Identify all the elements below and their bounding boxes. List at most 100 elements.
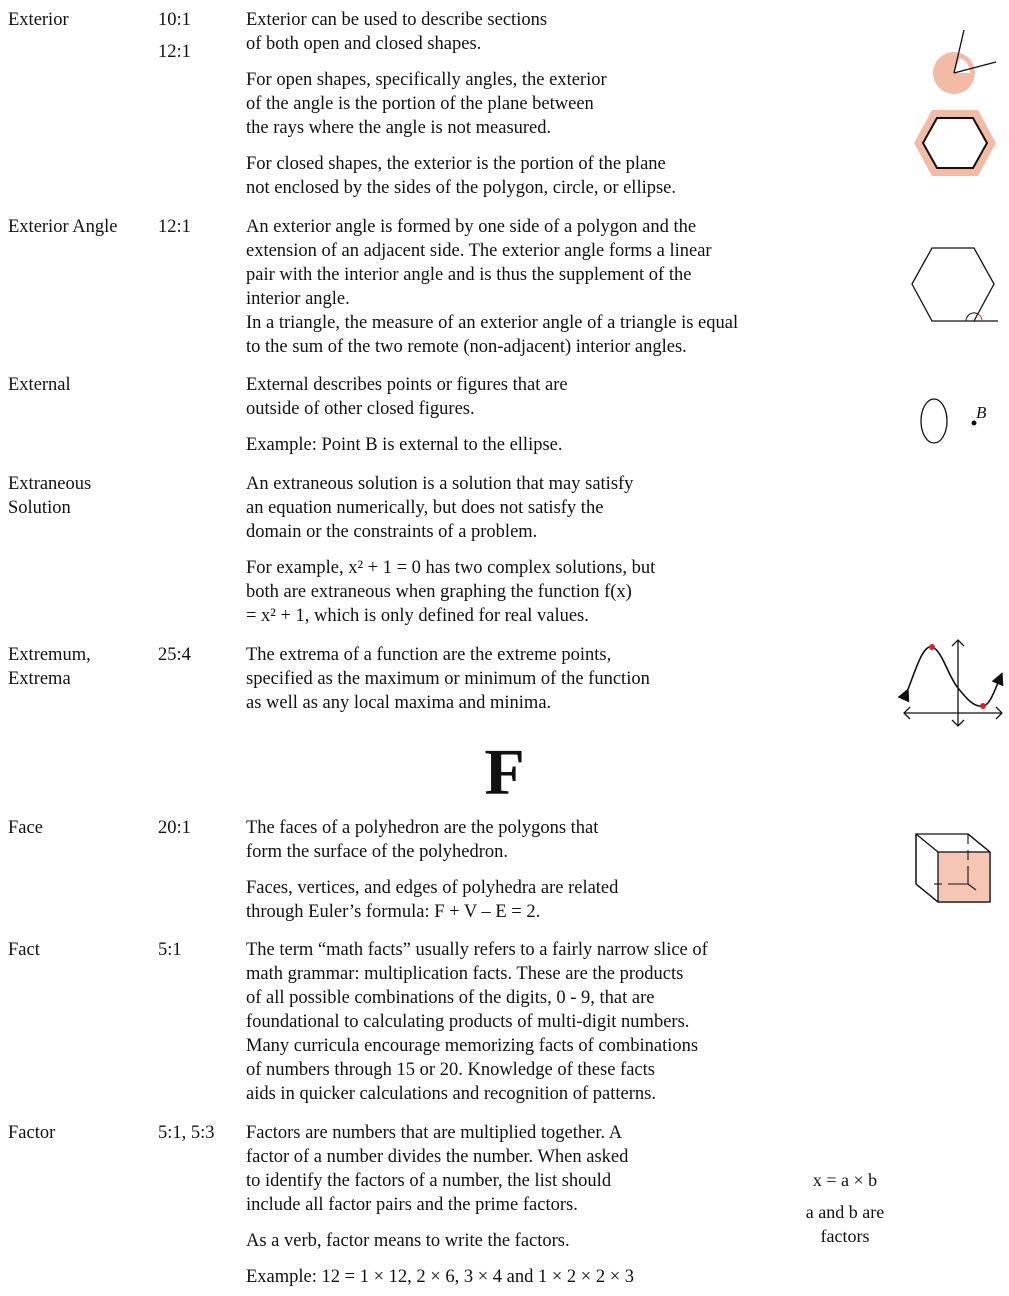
text-line: both are extraneous when graphing the fu…: [246, 582, 632, 602]
hexagon-exterior-figure: [914, 110, 996, 176]
text-line: of the angle is the portion of the plane…: [246, 94, 594, 114]
paragraph: Example: 12 = 1 × 12, 2 × 6, 3 × 4 and 1…: [246, 1265, 634, 1289]
text-line: pair with the interior angle and is thus…: [246, 265, 692, 285]
text-line: of numbers through 15 or 20. Knowledge o…: [246, 1060, 655, 1080]
text-line: outside of other closed figures.: [246, 399, 475, 419]
text-line: to the sum of the two remote (non-adjace…: [246, 337, 687, 357]
text-line: of both open and closed shapes.: [246, 34, 482, 54]
ref: 5:1: [158, 940, 182, 960]
cube-face-figure: [915, 833, 991, 903]
definition-fact: The term “math facts” usually refers to …: [246, 938, 708, 1106]
paragraph: The term “math facts” usually refers to …: [246, 938, 708, 1106]
text-line: of all possible combinations of the digi…: [246, 988, 655, 1008]
paragraph: Faces, vertices, and edges of polyhedra …: [246, 876, 618, 924]
refs-fact: 5:1: [158, 938, 182, 962]
text-line: as well as any local maxima and minima.: [246, 693, 552, 713]
paragraph: The faces of a polyhedron are the polygo…: [246, 816, 618, 864]
paragraph: An exterior angle is formed by one side …: [246, 215, 738, 359]
factor-caption-line: a and b are: [805, 1202, 885, 1222]
refs-factor: 5:1, 5:3: [158, 1121, 215, 1145]
text-line: As a verb, factor means to write the fac…: [246, 1231, 570, 1251]
paragraph: As a verb, factor means to write the fac…: [246, 1229, 634, 1253]
term-fact: Fact: [8, 938, 40, 962]
text-line: Many curricula encourage memorizing fact…: [246, 1036, 699, 1056]
ref: 20:1: [158, 818, 191, 838]
term-line: Extrema: [8, 669, 71, 689]
factor-equation: x = a × b: [812, 1170, 878, 1190]
term-factor: Factor: [8, 1121, 55, 1145]
text-line: Faces, vertices, and edges of polyhedra …: [246, 878, 619, 898]
text-line: For example, x² + 1 = 0 has two complex …: [246, 558, 656, 578]
text-line: An exterior angle is formed by one side …: [246, 217, 697, 237]
exterior-angle-figure: [933, 29, 997, 94]
text-line: domain or the constraints of a problem.: [246, 522, 538, 542]
ref: 12:1: [158, 42, 191, 62]
paragraph: An extraneous solution is a solution tha…: [246, 472, 655, 544]
text-line: to identify the factors of a number, the…: [246, 1171, 612, 1191]
refs-exterior-angle: 12:1: [158, 215, 191, 239]
ref: 10:1: [158, 10, 191, 30]
definition-exterior: Exterior can be used to describe section…: [246, 8, 676, 200]
term-exterior: Exterior: [8, 8, 69, 32]
text-line: Exterior can be used to describe section…: [246, 10, 548, 30]
text-line: interior angle.: [246, 289, 350, 309]
term-line: Exterior: [8, 10, 69, 30]
text-line: = x² + 1, which is only defined for real…: [246, 606, 589, 626]
ref: 12:1: [158, 217, 191, 237]
text-line: The extrema of a function are the extrem…: [246, 645, 612, 665]
point-b-label: B: [976, 403, 987, 422]
text-line: An extraneous solution is a solution tha…: [246, 474, 634, 494]
term-line: Face: [8, 818, 43, 838]
factor-figure: x = a × b a and b are factors: [790, 1168, 900, 1248]
paragraph: External describes points or figures tha…: [246, 373, 568, 421]
ref: 5:1, 5:3: [158, 1123, 215, 1143]
text-line: not enclosed by the sides of the polygon…: [246, 178, 677, 198]
text-line: foundational to calculating products of …: [246, 1012, 690, 1032]
term-external: External: [8, 373, 71, 397]
paragraph: For open shapes, specifically angles, th…: [246, 68, 676, 140]
text-line: Example: Point B is external to the elli…: [246, 435, 563, 455]
text-line: through Euler’s formula: F + V – E = 2.: [246, 902, 541, 922]
paragraph: The extrema of a function are the extrem…: [246, 643, 650, 715]
hexagon-exterior-angle-figure: [911, 247, 998, 322]
term-face: Face: [8, 816, 43, 840]
text-line: the rays where the angle is not measured…: [246, 118, 552, 138]
definition-external: External describes points or figures tha…: [246, 373, 568, 457]
text-line: Factors are numbers that are multiplied …: [246, 1123, 623, 1143]
paragraph: Exterior can be used to describe section…: [246, 8, 676, 56]
text-line: Example: 12 = 1 × 12, 2 × 6, 3 × 4 and 1…: [246, 1267, 635, 1287]
text-line: specified as the maximum or minimum of t…: [246, 669, 650, 689]
text-line: In a triangle, the measure of an exterio…: [246, 313, 739, 333]
text-line: extension of an adjacent side. The exter…: [246, 241, 712, 261]
section-letter: F: [484, 736, 525, 809]
term-line: Fact: [8, 940, 40, 960]
term-extraneous-solution: Extraneous Solution: [8, 472, 91, 520]
term-line: Solution: [8, 498, 71, 518]
term-exterior-angle: Exterior Angle: [8, 215, 117, 239]
term-line: External: [8, 375, 71, 395]
local-minimum-marker: [980, 703, 986, 709]
refs-exterior: 10:1 12:1: [158, 8, 191, 64]
ref: 25:4: [158, 645, 191, 665]
refs-face: 20:1: [158, 816, 191, 840]
paragraph: Factors are numbers that are multiplied …: [246, 1121, 634, 1217]
text-line: The faces of a polyhedron are the polygo…: [246, 818, 599, 838]
local-maximum-marker: [929, 644, 935, 650]
extrema-graph-figure: [897, 639, 1004, 727]
text-line: include all factor pairs and the prime f…: [246, 1195, 578, 1215]
term-line: Factor: [8, 1123, 56, 1143]
definition-extremum: The extrema of a function are the extrem…: [246, 643, 650, 715]
factor-caption-line: factors: [820, 1226, 870, 1246]
term-line: Exterior Angle: [8, 217, 118, 237]
definition-face: The faces of a polyhedron are the polygo…: [246, 816, 618, 924]
text-line: math grammar: multiplication facts. Thes…: [246, 964, 684, 984]
text-line: an equation numerically, but does not sa…: [246, 498, 604, 518]
paragraph: For closed shapes, the exterior is the p…: [246, 152, 676, 200]
refs-extremum: 25:4: [158, 643, 191, 667]
point-b-marker: [971, 420, 977, 426]
text-line: aids in quicker calculations and recogni…: [246, 1084, 656, 1104]
definition-exterior-angle: An exterior angle is formed by one side …: [246, 215, 738, 359]
definition-factor: Factors are numbers that are multiplied …: [246, 1121, 634, 1289]
text-line: form the surface of the polyhedron.: [246, 842, 508, 862]
text-line: For open shapes, specifically angles, th…: [246, 70, 607, 90]
